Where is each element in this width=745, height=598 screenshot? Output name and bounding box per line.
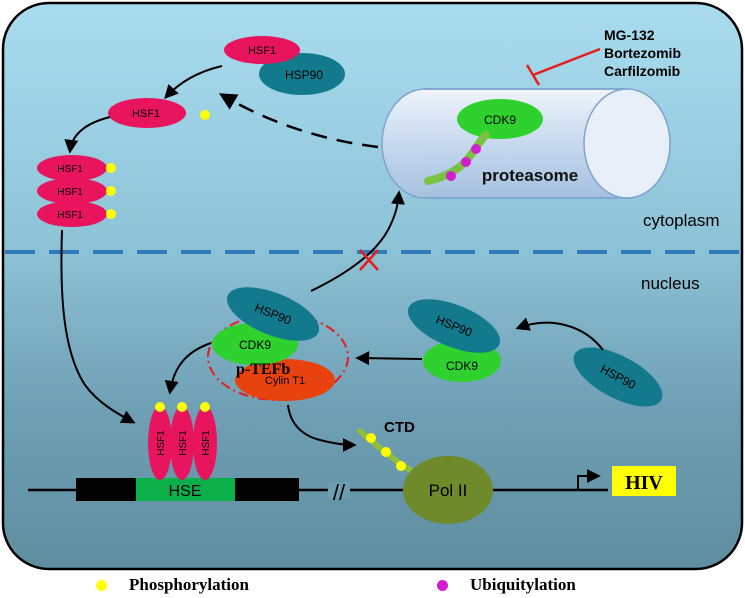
gene-break-gap [328, 482, 350, 498]
hsp90-free [573, 347, 663, 407]
pol-ii-label: Pol II [429, 481, 468, 500]
phosphorylation-dot [177, 402, 187, 412]
ubiquitin-dot [446, 171, 456, 181]
hsf1-trimer-unit [37, 178, 107, 204]
ctd-label: CTD [384, 419, 415, 436]
cdk9-ptefb-label: CDK9 [239, 338, 271, 352]
gene-block-right [235, 478, 299, 501]
cdk9-nucleus-label: CDK9 [446, 359, 478, 373]
proteasome-label: proteasome [482, 166, 578, 185]
ptefb-label: p-TEFb [236, 361, 290, 378]
phosphorylation-dot [106, 209, 116, 219]
gene-block-left [76, 478, 136, 501]
cyclin-t1 [235, 359, 335, 401]
blocked-export-x-mark [359, 249, 379, 271]
hsf1-trimer-unit [37, 201, 107, 227]
arrow-cdk9-to-ptefb [355, 351, 423, 366]
phosphorylation-dot [200, 110, 210, 120]
phosphorylation-dot [106, 186, 116, 196]
phosphorylation-dot [396, 461, 406, 471]
hsf1-hse-label: HSF1 [156, 430, 167, 456]
phosphorylation-dot [155, 402, 165, 412]
inhibition-t-bar [525, 47, 601, 86]
phosphorylation-dot [200, 402, 210, 412]
cdk9-proteasome-label: CDK9 [484, 113, 516, 127]
ubiquitylation-legend-dot [437, 579, 448, 591]
legend-phosphorylation: Phosphorylation [96, 574, 249, 596]
hsf1-trimer-label: HSF1 [57, 187, 83, 198]
legend-ubiquitylation: Ubiquitylation [437, 574, 576, 596]
nucleus-label: nucleus [641, 274, 700, 293]
hsf1-hse-label: HSF1 [201, 430, 212, 456]
hse-element [136, 478, 235, 501]
hsf1-released-label: HSF1 [132, 108, 160, 120]
hsf1-bound-to-hsp90 [224, 36, 300, 64]
hse-label: HSE [169, 483, 202, 500]
hiv-box [612, 466, 676, 496]
hsp90-ptefb [226, 287, 320, 341]
arrow-dashed-proteasome-to-hsf1 [218, 93, 379, 149]
ubiquitylation-legend-label: Ubiquitylation [470, 575, 576, 594]
hsf1-trimer-label: HSF1 [57, 164, 83, 175]
inhibitor-mg132: MG-132 [604, 27, 655, 43]
hsp90-cytoplasm [259, 53, 345, 95]
hiv-label: HIV [625, 472, 663, 494]
arrow-hsp90-binds-cdk9 [515, 317, 604, 351]
inhibitor-bortezomib: Bortezomib [604, 45, 681, 61]
phosphorylation-legend-dot [96, 579, 107, 591]
phosphorylation-dot [366, 433, 376, 443]
cytoplasm-label: cytoplasm [643, 211, 720, 230]
hsf1-released [108, 98, 186, 128]
phosphorylation-dot [106, 163, 116, 173]
ubiquitin-dot [471, 144, 481, 154]
arrow-hsf1-trimerize [64, 116, 111, 154]
cdk9-in-proteasome [457, 99, 543, 139]
phosphorylation-dot [381, 447, 391, 457]
hsf1-hse-label: HSF1 [178, 430, 189, 456]
hsf1-trimer-on-hse [148, 406, 217, 480]
arrow-hsp90-to-proteasome [310, 190, 405, 292]
arrow-ptefb-to-hse [164, 342, 212, 395]
hsf1-bound-label: HSF1 [248, 45, 276, 57]
hsp90-cytoplasm-label: HSP90 [285, 68, 323, 82]
gene-break-mark: // [333, 480, 346, 505]
arrow-hsf1-to-nucleus [60, 229, 136, 424]
transcription-start-arrow [577, 469, 601, 490]
hsp90-nucleus-complex [407, 299, 501, 353]
arrow-hsf1-release [164, 65, 223, 100]
ubiquitin-dot [461, 157, 471, 167]
ubiquitin-peptide-chain [424, 131, 490, 185]
arrow-ptefb-to-ctd [287, 404, 357, 452]
pol-ii [403, 456, 493, 524]
inhibitor-carfilzomib: Carfilzomib [604, 63, 680, 79]
phosphorylation-legend-label: Phosphorylation [129, 575, 249, 594]
hsf1-trimer-label: HSF1 [57, 210, 83, 221]
cyclin-t1-label: Cylin T1 [265, 375, 305, 387]
hsf1-trimer-unit [37, 155, 107, 181]
